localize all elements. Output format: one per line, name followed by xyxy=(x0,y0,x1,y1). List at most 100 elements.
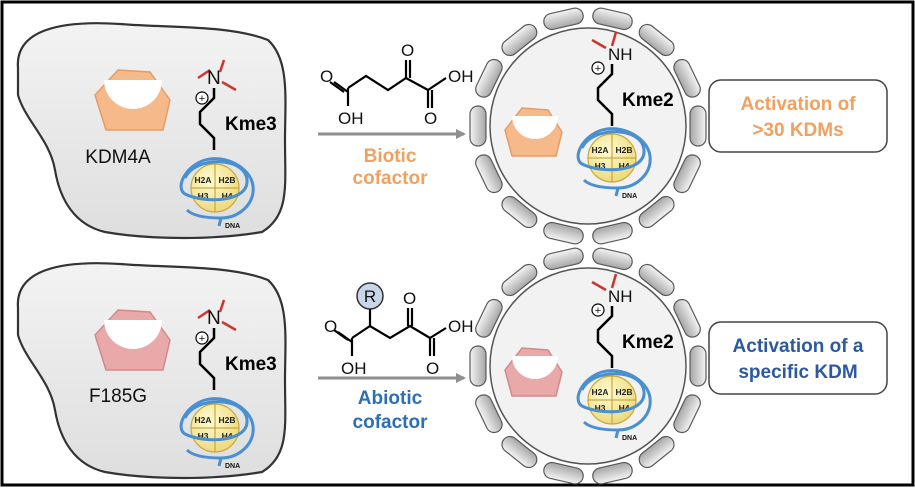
trimethyl-lysine: N + Kme3 xyxy=(195,299,277,390)
histone-h2a-label: H2A xyxy=(591,145,608,155)
methyl-bond-icon xyxy=(591,38,607,50)
dna-label: DNA xyxy=(622,435,637,442)
nucleus-icon xyxy=(469,7,707,245)
r-group-label: R xyxy=(364,287,376,306)
substrate-label: Kme3 xyxy=(225,114,277,135)
lysine-chain xyxy=(198,328,216,390)
product-label: Kme2 xyxy=(622,332,674,353)
nuclear-pore-segment xyxy=(501,23,538,57)
methyl-bond-icon xyxy=(218,59,226,73)
oxygen-label: O xyxy=(424,109,437,128)
nuclear-pore-segment xyxy=(543,461,584,485)
abiotic-cofactor-structure: R O OH O OH O xyxy=(324,282,474,378)
dna-label: DNA xyxy=(622,193,637,200)
positive-charge-icon xyxy=(195,331,209,345)
histone-h2b-label: H2B xyxy=(218,415,235,425)
nuclear-pore-segment xyxy=(673,58,701,98)
substrate-label: Kme3 xyxy=(225,354,277,375)
histone-h4-label: H4 xyxy=(619,403,630,413)
lysine-chain xyxy=(198,88,216,150)
nuclear-pore-segment xyxy=(501,195,538,229)
hydroxyl-label: OH xyxy=(448,67,474,86)
methyl-bond-icon xyxy=(221,80,237,92)
nuclear-pore-segment xyxy=(592,221,633,245)
cofactor-line1: Abiotic xyxy=(358,388,423,409)
nuclear-pore-segment xyxy=(501,263,538,297)
nuclear-pore-segment xyxy=(543,7,584,31)
nucleosome-icon: H2A H2B H3 H4 DNA xyxy=(179,157,255,230)
row-biotic: KDM4A N + Kme3 H2A H2B H3 H4 DNA xyxy=(16,7,888,245)
enzyme-pocket-icon xyxy=(104,320,162,349)
histone-h3-label: H3 xyxy=(595,161,606,171)
histone-h2a-label: H2A xyxy=(591,387,608,397)
lysine-chain xyxy=(596,306,614,368)
nitrogen-label: N xyxy=(207,68,221,89)
nuclear-envelope-segments xyxy=(469,7,707,245)
enzyme-label: F185G xyxy=(89,386,147,407)
dimethyl-lysine: NH + Kme2 xyxy=(591,273,674,368)
nuclear-pore-segment xyxy=(475,154,503,194)
methyl-bond-icon xyxy=(610,31,618,47)
nuclear-pore-segment xyxy=(689,345,707,387)
oxygen-label: O xyxy=(320,67,333,86)
trimethyl-lysine: N + Kme3 xyxy=(195,59,277,150)
lysine-chain xyxy=(596,64,614,126)
nuclear-pore-segment xyxy=(543,221,584,245)
nitrogen-label: NH xyxy=(608,287,633,306)
outcome-box xyxy=(708,321,888,395)
charge-label: + xyxy=(595,63,601,75)
oxygen-label: O xyxy=(324,317,337,336)
histone-h3-label: H3 xyxy=(198,431,209,441)
product-label: Kme2 xyxy=(622,90,674,111)
nuclear-pore-segment xyxy=(638,195,675,229)
nuclear-pore-segment xyxy=(501,435,538,469)
nuclear-pore-segment xyxy=(469,105,487,147)
hydroxyl-label: OH xyxy=(338,109,364,128)
nuclear-pore-segment xyxy=(592,247,633,271)
dna-label: DNA xyxy=(225,223,240,230)
methyl-bond-icon xyxy=(591,280,607,292)
dna-label: DNA xyxy=(225,463,240,470)
histone-h2b-label: H2B xyxy=(615,145,632,155)
nuclear-pore-segment xyxy=(592,7,633,31)
nucleus-icon xyxy=(469,247,707,485)
cofactor-line2: cofactor xyxy=(353,168,429,189)
nuclear-pore-segment xyxy=(638,263,675,297)
nitrogen-label: N xyxy=(207,308,221,329)
histone-h2a-label: H2A xyxy=(194,175,211,185)
enzyme-label: KDM4A xyxy=(85,147,151,168)
outcome-box xyxy=(708,79,888,153)
hydroxyl-label: OH xyxy=(448,317,474,336)
methyl-bond-icon xyxy=(197,68,211,80)
nuclear-pore-segment xyxy=(592,461,633,485)
nuclear-pore-segment xyxy=(475,58,503,98)
histone-h4-label: H4 xyxy=(222,191,233,201)
nuclear-pore-segment xyxy=(543,247,584,271)
nitrogen-label: NH xyxy=(608,45,633,64)
nucleosome-icon: H2A H2B H3 H4 DNA xyxy=(179,397,255,470)
nuclear-envelope-segments xyxy=(469,247,707,485)
nuclear-pore-segment xyxy=(673,154,701,194)
charge-label: + xyxy=(595,305,601,317)
histone-h4-label: H4 xyxy=(222,431,233,441)
nuclear-pore-segment xyxy=(469,345,487,387)
nuclear-pore-segment xyxy=(689,105,707,147)
nuclear-pore-segment xyxy=(673,394,701,434)
methyl-bond-icon xyxy=(197,308,211,320)
nuclear-pore-segment xyxy=(475,298,503,338)
nuclear-pore-segment xyxy=(475,394,503,434)
row-abiotic: F185G N + Kme3 H2A H2B H3 H4 DNA R xyxy=(16,247,888,485)
methyl-bond-icon xyxy=(218,299,226,313)
histone-h3-label: H3 xyxy=(198,191,209,201)
outcome-line1: Activation of xyxy=(740,94,856,115)
nuclear-pore-segment xyxy=(638,435,675,469)
histone-h2b-label: H2B xyxy=(615,387,632,397)
methyl-bond-icon xyxy=(221,320,237,332)
enzyme-pocket-icon xyxy=(512,116,558,139)
charge-label: + xyxy=(199,333,205,345)
nuclear-pore-segment xyxy=(673,298,701,338)
nucleosome-icon: H2A H2B H3 H4 DNA xyxy=(576,369,652,442)
